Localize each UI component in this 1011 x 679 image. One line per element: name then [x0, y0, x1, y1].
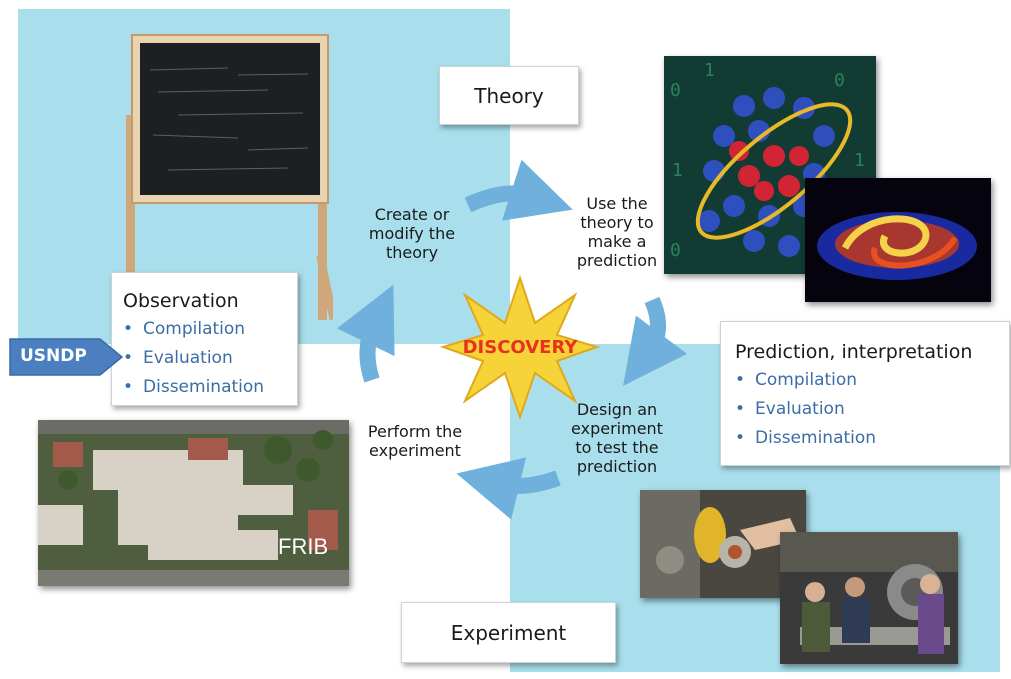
label-line: Design an [576, 400, 658, 419]
label-line: experiment [571, 419, 663, 438]
label-line: Use the [586, 194, 648, 213]
list-item: Compilation [735, 366, 1009, 395]
lab-team-image [780, 532, 958, 664]
svg-text:0: 0 [834, 70, 845, 91]
label-line: make a [587, 232, 647, 251]
discovery-label: DISCOVERY [462, 337, 578, 358]
frib-aerial-image: FRIB [38, 420, 349, 586]
prediction-box: Prediction, interpretation Compilation E… [720, 321, 1010, 466]
prediction-list: Compilation Evaluation Dissemination [735, 366, 1009, 453]
observation-title: Observation [123, 290, 239, 312]
list-item: Evaluation [123, 344, 297, 373]
discovery-star: DISCOVERY [440, 275, 600, 420]
observation-box: Observation Compilation Evaluation Disse… [111, 272, 298, 406]
svg-text:1: 1 [672, 160, 683, 181]
prediction-title: Prediction, interpretation [735, 341, 973, 363]
theory-title: Theory [474, 84, 544, 108]
label-line: prediction [576, 457, 658, 476]
list-item: Evaluation [735, 395, 1009, 424]
frib-label: FRIB [278, 534, 329, 559]
label-line: experiment [369, 441, 461, 460]
perform-experiment-label: Perform the experiment [355, 422, 475, 460]
list-item: Dissemination [735, 424, 1009, 453]
use-theory-label: Use the theory to make a prediction [562, 194, 672, 270]
svg-text:0: 0 [670, 240, 681, 261]
svg-text:1: 1 [854, 150, 865, 171]
usndp-tag: USNDP [8, 337, 124, 377]
theory-box: Theory [439, 66, 579, 125]
label-line: modify the [368, 224, 456, 243]
blackboard-image [118, 30, 333, 320]
design-experiment-label: Design an experiment to test the predict… [562, 400, 672, 476]
label-line: prediction [576, 251, 658, 270]
experiment-box: Experiment [401, 602, 616, 663]
experiment-title: Experiment [450, 621, 567, 645]
svg-text:1: 1 [704, 60, 715, 81]
label-line: Create or [374, 205, 450, 224]
label-line: Perform the [367, 422, 463, 441]
label-line: theory to [580, 213, 654, 232]
observation-list: Compilation Evaluation Dissemination [123, 315, 297, 402]
cycle-arrow [456, 457, 561, 520]
label-line: theory [385, 243, 439, 262]
list-item: Dissemination [123, 373, 297, 402]
create-theory-label: Create or modify the theory [352, 205, 472, 262]
cycle-arrow [464, 159, 573, 221]
list-item: Compilation [123, 315, 297, 344]
usndp-label: USNDP [20, 346, 87, 366]
spiral-simulation-image [805, 178, 991, 302]
svg-text:0: 0 [670, 80, 681, 101]
cycle-arrow [623, 296, 688, 386]
cycle-arrow [336, 284, 395, 383]
label-line: to test the [575, 438, 659, 457]
lab-equipment-image [640, 490, 806, 598]
